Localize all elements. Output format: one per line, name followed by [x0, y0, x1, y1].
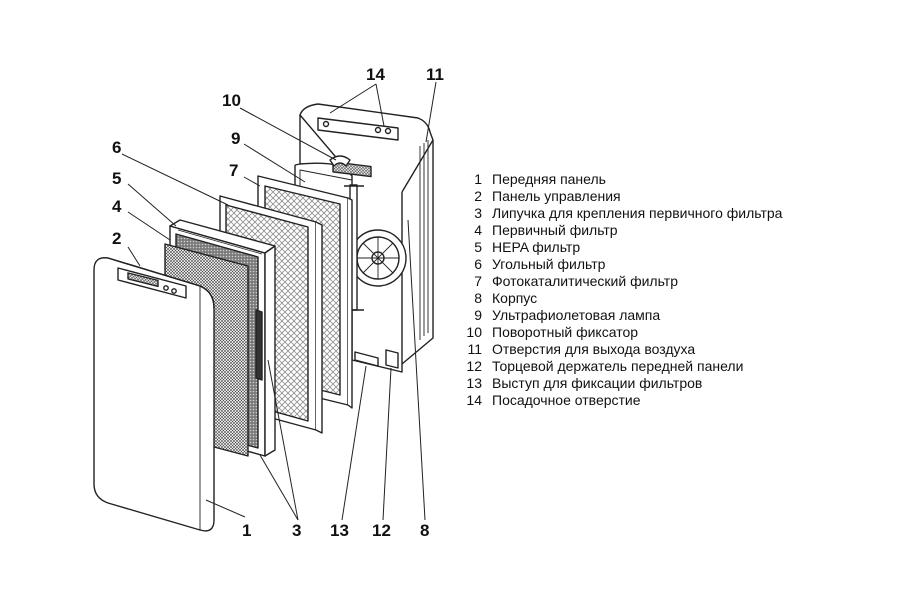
legend-item-label: Посадочное отверстие	[492, 392, 641, 408]
callout-2: 2	[112, 229, 121, 248]
legend-item: 6 Угольный фильтр	[455, 256, 895, 273]
legend-item-number: 6	[474, 256, 482, 272]
legend-item-label: Угольный фильтр	[492, 256, 606, 272]
legend-item-label: Ультрафиолетовая лампа	[492, 307, 661, 323]
front-panel	[93, 257, 215, 532]
legend-item: 4 Первичный фильтр	[455, 222, 895, 239]
leader-lines	[121, 81, 437, 521]
legend-item-number: 1	[474, 171, 482, 187]
legend-item-number: 7	[474, 273, 482, 289]
panel-holder	[385, 349, 399, 369]
legend-item-label: Выступ для фиксации фильтров	[492, 375, 703, 391]
rotating-lock	[329, 155, 351, 167]
legend-item: 13 Выступ для фиксации фильтров	[455, 375, 895, 392]
legend-item-number: 10	[466, 324, 482, 340]
legend-item-label: Фотокаталитический фильтр	[492, 273, 678, 289]
legend-item-number: 14	[466, 392, 482, 408]
callout-7: 7	[229, 161, 238, 180]
legend-item-label: Липучка для крепления первичного фильтра	[492, 205, 783, 221]
legend-item-number: 2	[474, 188, 482, 204]
callout-3: 3	[292, 521, 301, 540]
legend-item-label: Торцевой держатель передней панели	[492, 358, 744, 374]
legend-item: 9 Ультрафиолетовая лампа	[455, 307, 895, 324]
legend-item-number: 3	[474, 205, 482, 221]
legend-item-label: Передняя панель	[492, 171, 606, 187]
callout-8: 8	[420, 521, 429, 540]
callout-9: 9	[231, 129, 240, 148]
callout-13: 13	[330, 521, 349, 540]
legend-item-label: Первичный фильтр	[492, 222, 618, 238]
legend-item: 3 Липучка для крепления первичного фильтр…	[455, 205, 895, 222]
callout-6: 6	[112, 138, 121, 157]
legend-item: 8 Корпус	[455, 290, 895, 307]
legend-item-number: 8	[474, 290, 482, 306]
legend-item: 10 Поворотный фиксатор	[455, 324, 895, 341]
legend-item: 14 Посадочное отверстие	[455, 392, 895, 409]
legend-item: 5 HEPA фильтр	[455, 239, 895, 256]
legend-item-number: 5	[474, 239, 482, 255]
legend-item-number: 4	[474, 222, 482, 238]
callout-11: 11	[426, 65, 444, 84]
legend-item: 2 Панель управления	[455, 188, 895, 205]
legend-item-label: Панель управления	[492, 188, 621, 204]
legend-item-label: HEPA фильтр	[492, 239, 581, 255]
filter-stop	[354, 351, 379, 367]
callout-14: 14	[366, 65, 385, 84]
legend-item-label: Поворотный фиксатор	[492, 324, 639, 340]
legend-item-number: 9	[474, 307, 482, 323]
callout-12: 12	[372, 521, 391, 540]
legend-item-number: 11	[467, 341, 482, 357]
legend-item: 7 Фотокаталитический фильтр	[455, 273, 895, 290]
legend-item: 11 Отверстия для выхода воздуха	[455, 341, 895, 358]
legend-item: 12 Торцевой держатель передней панели	[455, 358, 895, 375]
legend-item: 1 Передняя панель	[455, 171, 895, 188]
legend-item-number: 13	[466, 375, 482, 391]
legend-item-label: Корпус	[492, 290, 538, 306]
legend-item-number: 12	[466, 358, 482, 374]
legend-item-label: Отверстия для выхода воздуха	[492, 341, 696, 357]
control-panel	[117, 267, 187, 299]
callout-4: 4	[112, 197, 122, 216]
callout-10: 10	[222, 91, 241, 110]
parts-legend: 1 Передняя панель 2 Панель управления 3 Липуч…	[455, 171, 895, 409]
callout-1: 1	[242, 521, 251, 540]
callout-5: 5	[112, 169, 121, 188]
